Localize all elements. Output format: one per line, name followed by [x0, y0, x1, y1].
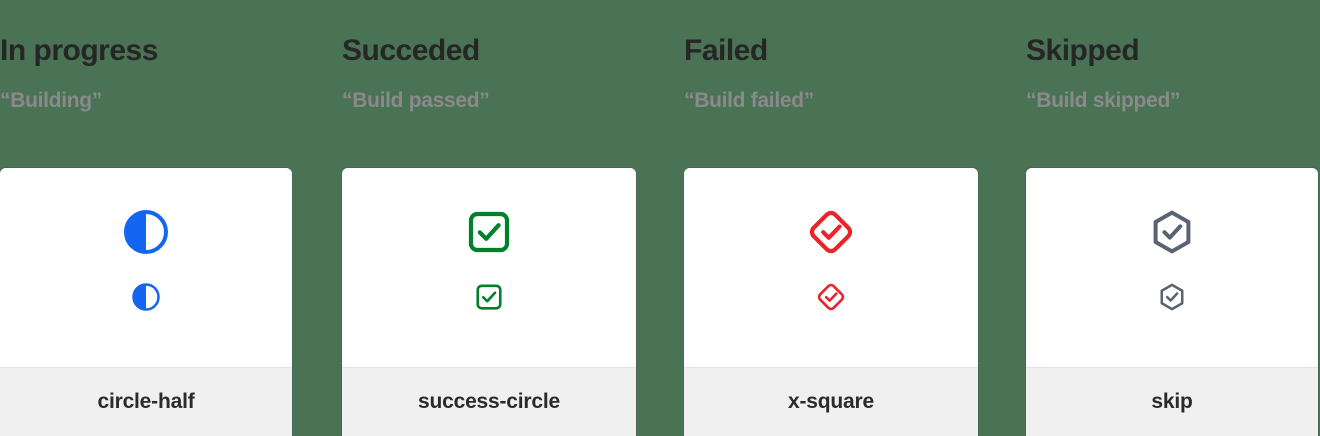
column-subtitle: “Build passed”: [342, 89, 490, 112]
status-column-skipped: Skipped “Build skipped”: [1026, 0, 1318, 436]
success-circle-icon: [465, 208, 513, 256]
icon-card[interactable]: success-circle: [342, 168, 636, 436]
status-column-in-progress: In progress “Building”: [0, 0, 292, 436]
icon-name-label: skip: [1151, 390, 1193, 413]
column-header: Succeded “Build passed”: [342, 0, 636, 168]
icon-preview-area: [1026, 168, 1318, 367]
icon-preview-area: [684, 168, 978, 367]
skip-icon: [1148, 208, 1196, 256]
column-header: Failed “Build failed”: [684, 0, 978, 168]
skip-icon-small: [1157, 282, 1187, 312]
icon-card[interactable]: skip: [1026, 168, 1318, 436]
status-column-failed: Failed “Build failed”: [684, 0, 978, 436]
icon-preview-area: [0, 168, 292, 367]
icon-name-label: circle-half: [97, 390, 195, 413]
x-square-icon-small: [816, 282, 846, 312]
page-title: Failed: [684, 34, 768, 67]
icon-card-footer: x-square: [684, 367, 978, 436]
x-square-icon: [807, 208, 855, 256]
column-header: In progress “Building”: [0, 0, 292, 168]
circle-half-icon-small: [131, 282, 161, 312]
page-title: In progress: [0, 34, 158, 67]
column-subtitle: “Build failed”: [684, 89, 814, 112]
page-title: Succeded: [342, 34, 480, 67]
icon-card-footer: skip: [1026, 367, 1318, 436]
icon-card[interactable]: circle-half: [0, 168, 292, 436]
icon-card[interactable]: x-square: [684, 168, 978, 436]
column-subtitle: “Building”: [0, 89, 102, 112]
circle-half-icon: [122, 208, 170, 256]
icon-preview-area: [342, 168, 636, 367]
icon-card-footer: circle-half: [0, 367, 292, 436]
icon-name-label: success-circle: [418, 390, 560, 413]
icon-name-label: x-square: [788, 390, 874, 413]
column-subtitle: “Build skipped”: [1026, 89, 1181, 112]
column-header: Skipped “Build skipped”: [1026, 0, 1318, 168]
status-column-succeded: Succeded “Build passed”: [342, 0, 636, 436]
page-title: Skipped: [1026, 34, 1140, 67]
icon-card-footer: success-circle: [342, 367, 636, 436]
success-circle-icon-small: [474, 282, 504, 312]
